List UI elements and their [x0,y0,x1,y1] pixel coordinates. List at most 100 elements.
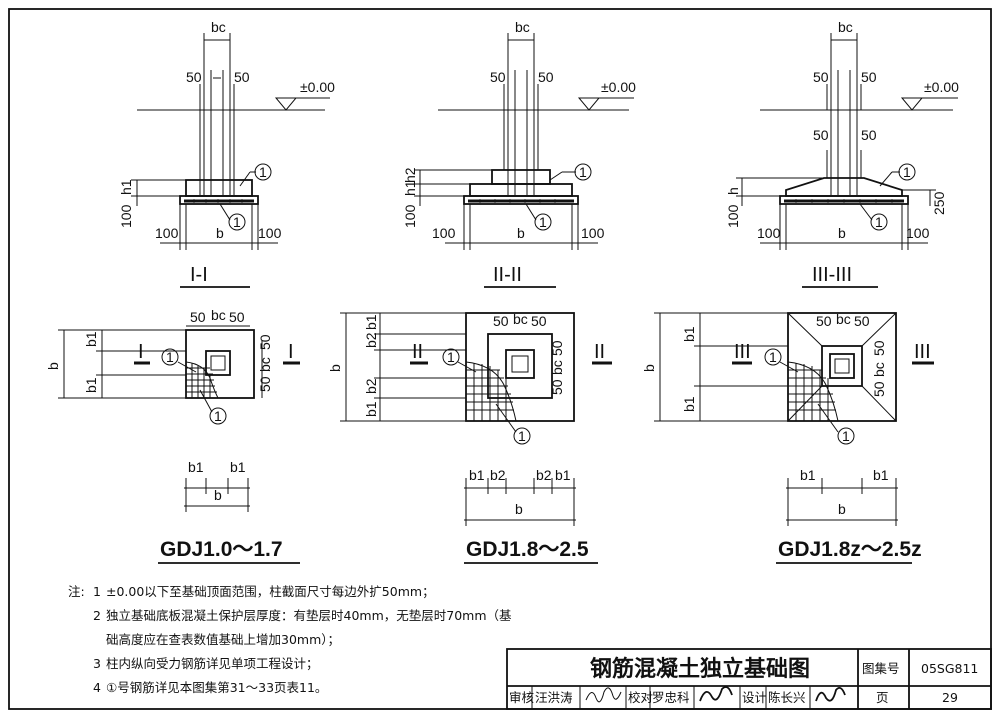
plan-1-dim-b1-l: b1 [188,459,204,475]
elevation-label: ±0.00 [300,79,335,95]
reviewer-name: 汪洪涛 [535,690,573,705]
plan-2-dim-b1-r: b1 [555,467,571,483]
designer-signature [815,687,846,702]
rebar-callout-1b: 1 [233,214,241,230]
plan-1-mark-left: I [138,341,144,363]
plan-3-dim-b1-top: b1 [681,326,697,342]
dim-100-v: 100 [118,204,134,228]
plan-1-dim-bc: bc [211,307,226,323]
note-3-num: 3 [93,656,101,671]
plan-3-callout-a: 1 [769,349,777,365]
atlas-label: 图集号 [862,661,900,676]
plan-3-dim-b-h: b [838,501,846,517]
dim-100-bl-2: 100 [432,225,456,241]
section-2-title: II-II [493,264,522,286]
dim-50-right-3: 50 [861,69,877,85]
dim-bc-label-3: bc [838,19,853,35]
plan-3-mark-left: III [734,341,751,363]
checker-name: 罗忠科 [652,690,690,705]
dim-100-v-3: 100 [725,204,741,228]
plan-2-dim-b-h: b [515,501,523,517]
plan-2-dim-b2-r: b2 [536,467,552,483]
plan-2-dim-b1-bot: b1 [363,401,379,417]
plan-1-dim-50c: 50 [257,334,273,350]
dim-b-3: b [838,225,846,241]
rebar-callout-3a: 1 [903,164,911,180]
plan-2-dim-50c: 50 [549,340,565,356]
plan-3-title: GDJ1.8z～2.5z [778,538,922,561]
dim-50-right-2: 50 [538,69,554,85]
dim-b: b [216,225,224,241]
dim-b-2: b [517,225,525,241]
plan-2-dim-50a: 50 [493,313,509,329]
dim-100-bl-3: 100 [757,225,781,241]
rebar-callout-3b: 1 [875,214,883,230]
plan-3-dim-b1-l: b1 [800,467,816,483]
plan-2-dim-bc-v: bc [549,360,565,375]
plan-3-dim-b1-bot: b1 [681,396,697,412]
plan-3-dim-50c: 50 [871,340,887,356]
plan-1-dim-50b: 50 [229,309,245,325]
checker-signature [699,686,733,702]
plan-3-dim-50b: 50 [854,313,870,329]
designer-name: 陈长兴 [768,690,806,705]
dim-50-right: 50 [234,69,250,85]
plan-2-dim-b2-l: b2 [490,467,506,483]
plan-3-dim-b1-r: b1 [873,467,889,483]
plan-2-callout-a: 1 [447,349,455,365]
dim-100-br: 100 [258,225,282,241]
dim-bc-label: bc [211,19,226,35]
note-4-text: ①号钢筋详见本图集第31～33页表11。 [106,680,327,695]
section-1-elevation: bc 50 50 ±0.00 h1 100 1 [118,19,335,288]
dim-50-left: 50 [186,69,202,85]
rebar-callout-1a: 1 [259,164,267,180]
dim-h2-label: h2 [402,167,418,183]
plan-1-dim-50d: 50 [257,376,273,392]
plan-1-dim-b-h: b [214,487,222,503]
plan-2-dim-50d: 50 [549,379,565,395]
elevation-label-3: ±0.00 [924,79,959,95]
notes: 注: 1 ±0.00以下至基础顶面范围，柱截面尺寸每边外扩50mm； 2 独立基… [68,584,512,695]
plan-1-dim-b1-bot: b1 [83,377,99,393]
dim-h1-label-2: h1 [402,180,418,196]
dim-100-bl: 100 [155,225,179,241]
plan-1-mark-right: I [288,341,294,363]
plan-1-dim-b1-top: b1 [83,331,99,347]
plan-3-mark-right: III [914,341,931,363]
review-label: 审核 [509,690,535,705]
dim-50-right-3b: 50 [861,127,877,143]
note-2-num: 2 [93,608,101,623]
design-label: 设计 [742,690,767,705]
plan-1-callout-a: 1 [166,349,174,365]
dim-250-label: 250 [931,191,947,215]
plan-3: 50 bc 50 50 bc 50 III III b b1 b1 1 1 b1… [641,311,934,564]
section-1-title: I-I [190,264,208,286]
note-2-text: 独立基础底板混凝土保护层厚度：有垫层时40mm，无垫层时70mm（基 [106,608,512,623]
reviewer-signature [585,687,622,703]
check-label: 校对 [628,690,653,705]
drawing-frame [8,8,992,710]
atlas-number: 05SG811 [921,661,978,676]
rebar-callout-2b: 1 [539,214,547,230]
title-block: 钢筋混凝土独立基础图 图集号 05SG811 页 29 审核 汪洪涛 校对 罗忠… [506,648,992,710]
dim-100-br-2: 100 [581,225,605,241]
note-4-num: 4 [93,680,101,695]
plan-2-dim-bc: bc [513,311,528,327]
note-1-text: ±0.00以下至基础顶面范围，柱截面尺寸每边外扩50mm； [106,584,435,599]
plan-1-dim-b1-r: b1 [230,459,246,475]
plan-3-dim-bc-v: bc [871,362,887,377]
plan-1-callout-b: 1 [214,408,222,424]
plan-1-dim-50a: 50 [190,309,206,325]
section-2-elevation: bc 50 50 ±0.00 h2 h1 100 1 1 100 [402,19,636,288]
plan-2-mark-right: II [594,341,605,363]
plan-1-title: GDJ1.0～1.7 [160,538,283,561]
elevation-label-2: ±0.00 [601,79,636,95]
plan-3-dim-b-v: b [641,364,657,372]
plan-3-dim-bc: bc [836,311,851,327]
plan-2-dim-b1-l: b1 [469,467,485,483]
plan-2-dim-b2-top: b2 [363,332,379,348]
note-3-text: 柱内纵向受力钢筋详见单项工程设计； [106,656,319,671]
dim-50-left-3: 50 [813,69,829,85]
dim-100-br-3: 100 [906,225,930,241]
